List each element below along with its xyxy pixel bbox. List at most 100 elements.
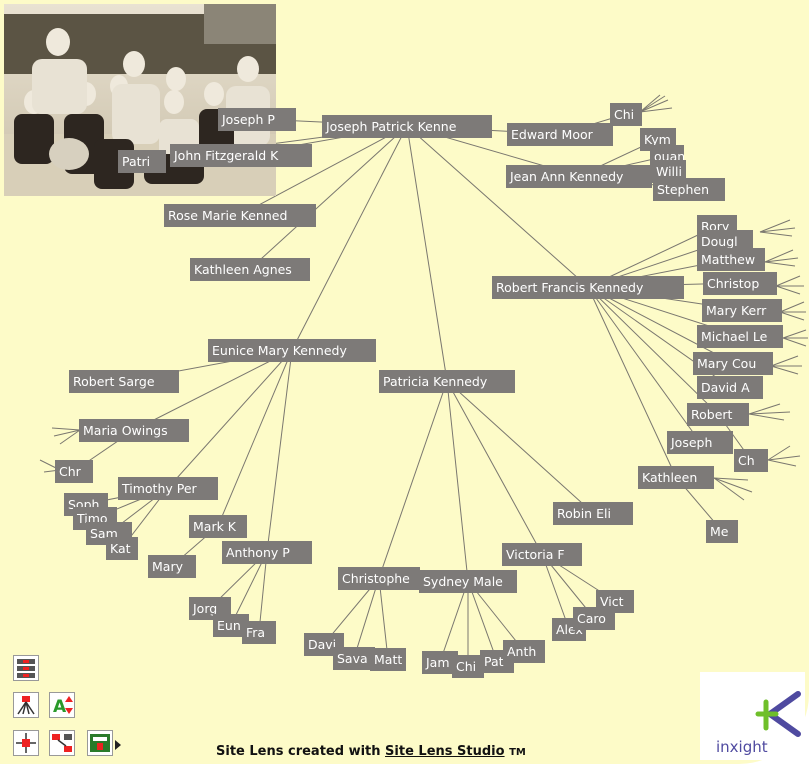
tree-edge-stub: [775, 285, 801, 295]
tree-node-christophe[interactable]: Christophe: [338, 567, 420, 590]
tree-node-ch-r[interactable]: Ch: [734, 449, 768, 472]
tree-edge: [439, 580, 469, 663]
tree-node-joseph-p[interactable]: Joseph P: [218, 108, 296, 131]
tree-node-mark[interactable]: Mark K: [189, 515, 247, 538]
tree-edge-stub: [770, 365, 799, 375]
tree-node-christop-r[interactable]: Christop: [703, 272, 777, 295]
font-size-icon[interactable]: A: [49, 692, 75, 718]
tree-node-sava[interactable]: Sava: [333, 647, 375, 670]
tree-edge-stub: [713, 477, 745, 501]
tree-edge: [217, 349, 293, 527]
tree-edge-stub: [779, 311, 805, 321]
footer-credit: Site Lens created with Site Lens Studio …: [216, 744, 526, 759]
tree-edge-stub: [767, 459, 797, 467]
tree-edge: [167, 349, 293, 489]
tree-edge-stub: [764, 261, 796, 267]
tree-edge: [406, 125, 448, 382]
tree-node-root[interactable]: Joseph Patrick Kenne: [322, 115, 492, 138]
tree-edge: [378, 380, 448, 579]
tree-node-matthew[interactable]: Matthew: [697, 248, 765, 271]
tree-node-chr[interactable]: Chr: [55, 460, 93, 483]
tree-node-robert-sarge[interactable]: Robert Sarge: [69, 370, 179, 393]
tree-node-anth[interactable]: Anth: [503, 640, 545, 663]
tree-edge: [353, 577, 380, 659]
tree-edge-stub: [764, 257, 799, 263]
map-view-icon[interactable]: [87, 730, 113, 756]
inxight-logo-text: inxight: [716, 738, 768, 756]
tree-edge-stub: [770, 355, 799, 367]
tree-node-anthony[interactable]: Anthony P: [222, 541, 312, 564]
tree-edge: [249, 125, 408, 270]
tree-edge-stub: [713, 477, 753, 493]
tree-edge-stub: [759, 231, 793, 237]
tree-node-mary-kerr[interactable]: Mary Kerr: [702, 299, 782, 322]
tree-node-fra[interactable]: Fra: [242, 621, 276, 644]
tree-node-eun[interactable]: Eun: [213, 614, 249, 637]
tree-edge: [133, 349, 293, 431]
link-nodes-icon[interactable]: [49, 730, 75, 756]
footer-prefix: Site Lens created with: [216, 744, 386, 759]
tree-node-vict[interactable]: Vict: [596, 590, 634, 613]
toolbar-expand-arrow-icon[interactable]: [115, 740, 121, 750]
radial-tree-icon[interactable]: [13, 692, 39, 718]
tree-edge-stub: [639, 107, 673, 113]
tree-node-joseph-r[interactable]: Joseph: [667, 431, 733, 454]
tree-node-robert-francis[interactable]: Robert Francis Kennedy: [492, 276, 684, 299]
tree-node-me[interactable]: Me: [706, 520, 738, 543]
tree-edge: [587, 286, 701, 443]
focus-node-icon[interactable]: [13, 730, 39, 756]
tree-edge-stub: [748, 411, 791, 415]
tree-edge-stub: [51, 427, 81, 431]
tree-node-michael[interactable]: Michael Le: [697, 325, 783, 348]
tree-edge-stub: [764, 249, 794, 263]
tree-node-robin[interactable]: Robin Eli: [553, 502, 633, 525]
tree-edge: [541, 553, 570, 630]
tree-edge: [587, 286, 719, 415]
tree-edge-stub: [59, 429, 81, 445]
tree-node-willi[interactable]: Willi: [652, 160, 686, 183]
tree-edge: [258, 551, 268, 633]
tree-edge: [467, 580, 498, 662]
tree-node-kat[interactable]: Kat: [106, 537, 138, 560]
tree-node-mary-cou[interactable]: Mary Cou: [693, 352, 773, 375]
tree-node-jam[interactable]: Jam: [422, 651, 458, 674]
tree-node-matt[interactable]: Matt: [370, 648, 406, 671]
tree-node-patricia[interactable]: Patricia Kennedy: [379, 370, 515, 393]
tree-node-rose-marie[interactable]: Rose Marie Kenned: [164, 204, 316, 227]
tree-node-kathleen-r[interactable]: Kathleen: [638, 466, 714, 489]
tree-node-chi-top[interactable]: Chi: [610, 103, 642, 126]
tree-edge-stub: [767, 445, 791, 461]
tree-node-john-fitzgerald[interactable]: John Fitzgerald K: [170, 144, 312, 167]
tree-edge-stub: [748, 403, 781, 415]
tree-node-kathleen-agnes[interactable]: Kathleen Agnes: [190, 258, 310, 281]
tree-edge: [446, 380, 543, 555]
tree-edge: [230, 551, 268, 626]
tree-node-dougl[interactable]: Dougl: [697, 230, 753, 253]
tree-node-patri[interactable]: Patri: [118, 150, 166, 173]
inxight-logo-mark-icon: [755, 691, 801, 737]
tree-edge-stub: [759, 227, 796, 233]
tree-node-jean[interactable]: Jean Ann Kennedy: [506, 165, 652, 188]
tree-edge: [378, 577, 389, 660]
tree-node-mary-l[interactable]: Mary: [148, 555, 196, 578]
tree-edge-stub: [639, 95, 666, 113]
tree-edge-stub: [639, 99, 669, 113]
tree-node-eunice[interactable]: Eunice Mary Kennedy: [208, 339, 376, 362]
tree-node-maria[interactable]: Maria Owings: [79, 419, 189, 442]
tree-node-sydney[interactable]: Sydney Male: [419, 570, 517, 593]
list-view-icon[interactable]: [13, 655, 39, 681]
tree-edge: [266, 349, 293, 553]
tree-node-stephen[interactable]: Stephen: [653, 178, 725, 201]
tree-edge-stub: [639, 94, 661, 113]
tree-edge-stub: [759, 219, 791, 233]
tree-node-victoria[interactable]: Victoria F: [502, 543, 582, 566]
tree-edge-stub: [782, 337, 807, 347]
tree-node-chi-b[interactable]: Chi: [452, 655, 484, 678]
tree-node-david-a[interactable]: David A: [697, 376, 763, 399]
tree-node-timothy[interactable]: Timothy Per: [118, 477, 218, 500]
tree-node-edward[interactable]: Edward Moor: [507, 123, 613, 146]
site-lens-studio-link[interactable]: Site Lens Studio: [385, 744, 505, 759]
inxight-logo[interactable]: [700, 672, 805, 760]
tree-node-robert[interactable]: Robert: [687, 403, 749, 426]
